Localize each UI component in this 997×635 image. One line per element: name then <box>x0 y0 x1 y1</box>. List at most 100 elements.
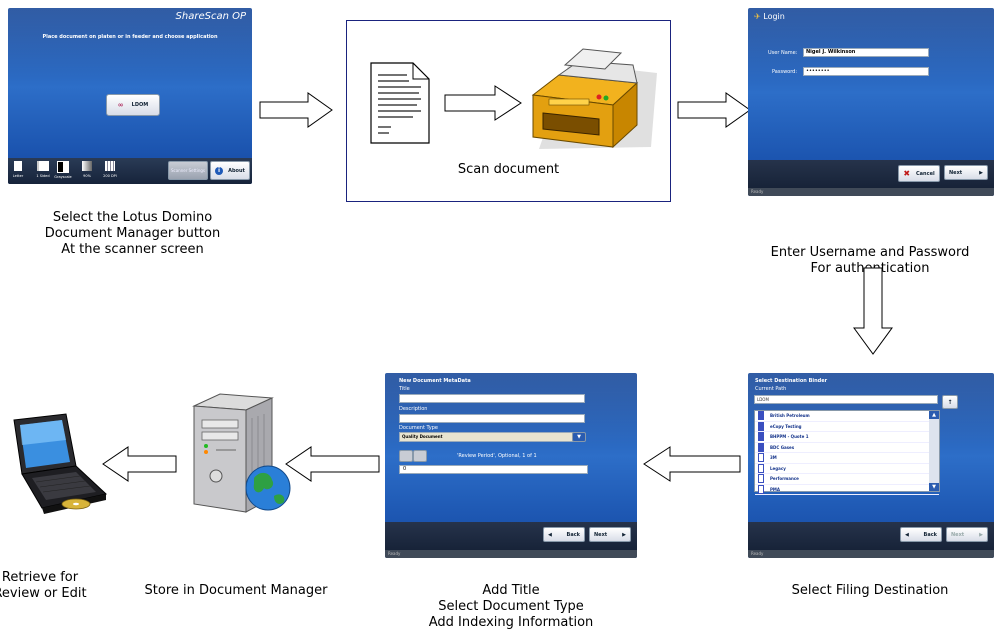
binder-icon <box>758 463 764 473</box>
nav-prev-button[interactable] <box>399 450 413 462</box>
status-bar: Ready <box>748 550 994 558</box>
arrow-left-3 <box>102 446 177 482</box>
list-item[interactable]: BDC Gases <box>755 442 939 453</box>
metadata-screen: New Document MetaData Title Description … <box>385 373 637 558</box>
up-folder-icon: ↑ <box>947 398 953 406</box>
index-field[interactable]: 0 <box>399 465 588 474</box>
next-button[interactable]: Next ▶ <box>944 165 988 180</box>
metadata-title: New Document MetaData <box>399 378 471 384</box>
server-icon <box>192 393 291 513</box>
arrow-right-2 <box>677 92 751 128</box>
arrow-right-inner <box>444 85 522 121</box>
binder-icon <box>758 442 764 452</box>
cancel-button[interactable]: ✖ Cancel <box>898 165 940 182</box>
list-item[interactable]: British Petroleum <box>755 411 939 422</box>
doc-type-label: Document Type <box>399 425 438 431</box>
path-label: Current Path <box>755 386 787 392</box>
binder-icon <box>758 453 764 463</box>
binder-icon <box>758 432 764 442</box>
close-icon: ✖ <box>903 169 911 178</box>
caption-step4: Select Filing Destination <box>791 583 949 598</box>
setting-paper[interactable]: Letter <box>11 161 25 178</box>
doc-type-select[interactable]: Quality Document <box>399 432 573 442</box>
login-title: ✈ Login <box>754 12 785 21</box>
binder-label: PMA <box>770 486 781 492</box>
about-button[interactable]: i About <box>210 161 250 180</box>
field-info: 'Review Period', Optional, 1 of 1 <box>457 453 537 459</box>
path-field[interactable]: LDOM <box>754 395 938 404</box>
username-label: User Name: <box>768 50 798 56</box>
caption-step5: Add Title Select Document Type Add Index… <box>428 583 594 630</box>
description-label: Description <box>399 406 428 412</box>
binder-icon <box>758 421 764 431</box>
setting-brightness[interactable]: 90% <box>80 161 94 178</box>
scanner-icon <box>531 48 657 149</box>
info-icon: i <box>215 166 224 175</box>
list-item[interactable]: 3M <box>755 453 939 464</box>
back-button[interactable]: ◀ Back <box>900 527 942 542</box>
destination-screen: Select Destination Binder Current Path L… <box>748 373 994 558</box>
setting-resolution[interactable]: 200 DPI <box>100 161 120 178</box>
key-icon: ✈ <box>754 12 761 21</box>
binder-label: BDC Gases <box>770 444 795 450</box>
back-button[interactable]: ◀ Back <box>543 527 585 542</box>
scanner-screen: ShareScan OP Place document on platen or… <box>8 8 252 184</box>
scan-document-box: Scan document <box>346 20 671 202</box>
next-button-disabled[interactable]: Next ▶ <box>946 527 988 542</box>
list-item[interactable]: PMA <box>755 484 939 495</box>
ldom-icon: ∞ <box>117 101 124 109</box>
binder-label: Performance <box>770 476 799 482</box>
binder-label: British Petroleum <box>770 413 810 419</box>
arrow-right-icon: ▶ <box>979 169 983 176</box>
laptop-icon <box>13 413 108 514</box>
binder-icon <box>758 411 764 421</box>
list-item[interactable]: BHPPM - Quote 1 <box>755 432 939 443</box>
binder-label: BHPPM - Quote 1 <box>770 434 809 440</box>
binder-label: eCopy Testing <box>770 423 802 429</box>
arrow-down <box>853 267 893 355</box>
next-button[interactable]: Next ▶ <box>589 527 631 542</box>
status-bar: Ready <box>385 550 637 558</box>
scanner-toolbar: Letter 1 Sided Grayscale 90% 200 DPI Sca… <box>8 158 252 184</box>
password-label: Password: <box>772 69 798 75</box>
username-field[interactable]: Nigel J. Wilkinson <box>803 48 929 57</box>
arrow-right-icon: ▶ <box>622 531 626 538</box>
destination-title: Select Destination Binder <box>755 378 828 384</box>
caption-step3: Enter Username and Password For authenti… <box>770 245 970 276</box>
binder-label: 3M <box>770 455 777 461</box>
document-icon <box>370 62 430 144</box>
scan-document-label: Scan document <box>457 162 560 177</box>
list-item[interactable]: eCopy Testing <box>755 421 939 432</box>
setting-sides[interactable]: 1 Sided <box>35 161 51 178</box>
up-folder-button[interactable]: ↑ <box>942 395 958 409</box>
binder-icon <box>758 484 764 494</box>
chevron-down-icon[interactable]: ▼ <box>572 432 586 442</box>
login-screen: ✈ Login User Name: Nigel J. Wilkinson Pa… <box>748 8 994 196</box>
list-scrollbar[interactable]: ▲ ▼ <box>929 411 939 491</box>
nav-next-button[interactable] <box>413 450 427 462</box>
arrow-left-icon: ◀ <box>548 531 552 538</box>
title-label: Title <box>399 386 410 392</box>
ldom-button[interactable]: ∞ LDOM <box>106 94 160 116</box>
caption-step6: Store in Document Manager <box>144 583 328 598</box>
password-field[interactable]: •••••••• <box>803 67 929 76</box>
brand-label: ShareScan OP <box>175 11 246 22</box>
binder-label: Legacy <box>770 465 786 471</box>
scanner-settings-button[interactable]: Scanner Settings <box>168 161 208 180</box>
status-bar: Ready <box>748 188 994 196</box>
binder-icon <box>758 474 764 484</box>
instruction-text: Place document on platen or in feeder an… <box>42 34 218 40</box>
arrow-left-1 <box>643 446 741 482</box>
caption-step1: Select the Lotus Domino Document Manager… <box>44 210 221 257</box>
description-field[interactable] <box>399 414 585 423</box>
title-field[interactable] <box>399 394 585 403</box>
setting-color[interactable]: Grayscale <box>54 161 72 179</box>
ldom-label: LDOM <box>131 102 149 108</box>
caption-step7: Retrieve for Review or Edit <box>0 570 87 601</box>
arrow-right-1 <box>259 92 333 128</box>
list-item[interactable]: Performance <box>755 474 939 485</box>
arrow-left-2 <box>285 446 380 482</box>
arrow-left-icon: ◀ <box>905 531 909 538</box>
list-item[interactable]: Legacy <box>755 463 939 474</box>
